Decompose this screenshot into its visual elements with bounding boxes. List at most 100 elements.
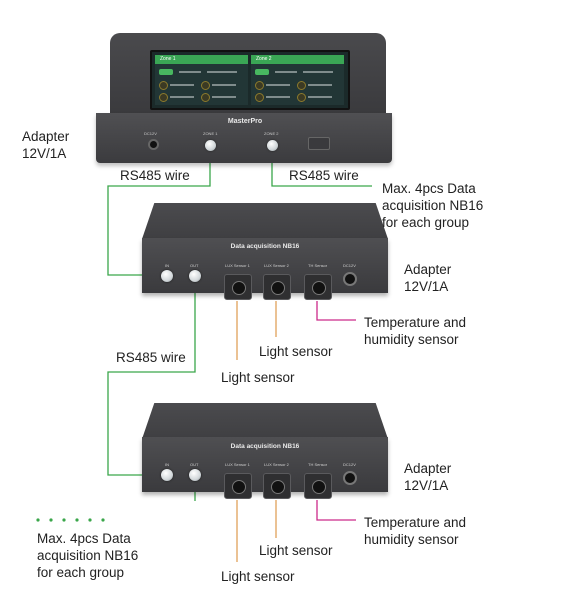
nb16-title: Data acquisition NB16 xyxy=(230,243,300,250)
touch-screen: Zone 1 Zone 2 xyxy=(150,50,350,110)
th-sensor-label-unit1: Temperature and humidity sensor xyxy=(364,314,466,348)
port-label-out: OUT xyxy=(190,263,199,268)
adapter-label-unit2: Adapter 12V/1A xyxy=(404,460,451,494)
th-sensor-connector xyxy=(304,274,332,300)
port-label-dc: DC12V xyxy=(343,462,356,467)
value-line xyxy=(212,96,236,98)
port-label-th: TH Sensor xyxy=(308,462,328,467)
sensor-icon xyxy=(201,93,210,102)
rs485-label-left: RS485 wire xyxy=(120,168,190,183)
rs485-wire-chain xyxy=(107,280,196,476)
light-sensor-label-unit1-a: Light sensor xyxy=(221,370,295,385)
light-sensor-connector-1 xyxy=(224,274,252,300)
sensor-icon xyxy=(255,81,264,90)
master-front-panel xyxy=(96,113,392,163)
value-line xyxy=(207,71,237,73)
th-sensor-label-line2: humidity sensor xyxy=(364,332,459,347)
value-line xyxy=(170,84,194,86)
adapter-label-line1: Adapter xyxy=(22,129,70,144)
port-label-dc: DC12V xyxy=(343,263,356,268)
dc-power-jack xyxy=(148,139,159,150)
port-label-in: IN xyxy=(165,462,169,467)
max-units-line2: acquisition NB16 xyxy=(37,548,139,563)
value-line xyxy=(266,84,290,86)
port-label-in: IN xyxy=(165,263,169,268)
zone-panel-1: Zone 1 xyxy=(155,55,248,105)
port-label-power: DC12V xyxy=(144,131,157,136)
port-label-zone1: ZONE 1 xyxy=(203,131,218,136)
max-units-label-right: Max. 4pcs Data acquisition NB16 for each… xyxy=(382,180,483,231)
value-line xyxy=(275,71,297,73)
value-line xyxy=(170,96,194,98)
sensor-icon xyxy=(159,93,168,102)
th-sensor-label-line2: humidity sensor xyxy=(364,532,459,547)
nb16-top-surface xyxy=(142,203,388,239)
adapter-label-line2: 12V/1A xyxy=(22,146,67,161)
value-line xyxy=(179,71,201,73)
nb16-top-surface xyxy=(142,403,388,439)
th-sensor-wire-1 xyxy=(316,301,356,321)
th-sensor-connector xyxy=(304,473,332,499)
adapter-label-unit1: Adapter 12V/1A xyxy=(404,261,451,295)
zone-header: Zone 1 xyxy=(155,55,248,64)
dc-power-jack xyxy=(343,272,357,286)
zone-panel-2: Zone 2 xyxy=(251,55,344,105)
rs485-out-port xyxy=(189,469,201,481)
rs485-wire-zone1 xyxy=(107,152,211,276)
rs485-wire-zone2 xyxy=(271,152,372,187)
max-units-line2: acquisition NB16 xyxy=(382,198,484,213)
zone1-port xyxy=(205,140,216,151)
light-sensor-connector-2 xyxy=(263,473,291,499)
status-badge xyxy=(255,69,269,75)
value-line xyxy=(308,84,332,86)
max-units-label-left: Max. 4pcs Data acquisition NB16 for each… xyxy=(37,530,138,581)
port-label-zone2: ZONE 2 xyxy=(264,131,279,136)
port-label-out: OUT xyxy=(190,462,199,467)
brand-label: MasterPro xyxy=(227,118,263,125)
port-label-th: TH Sensor xyxy=(308,263,328,268)
usb-port xyxy=(308,137,330,150)
port-label-light1: LUX Sensor 1 xyxy=(225,462,250,467)
port-label-light2: LUX Sensor 2 xyxy=(264,462,289,467)
adapter-label-line1: Adapter xyxy=(404,461,452,476)
dc-power-jack xyxy=(343,471,357,485)
port-label-light2: LUX Sensor 2 xyxy=(264,263,289,268)
light-sensor-label-unit2-b: Light sensor xyxy=(259,543,333,558)
max-units-line1: Max. 4pcs Data xyxy=(37,531,131,546)
th-sensor-wire-2 xyxy=(316,500,356,521)
zone2-port xyxy=(267,140,278,151)
adapter-label-line1: Adapter xyxy=(404,262,452,277)
th-sensor-label-unit2: Temperature and humidity sensor xyxy=(364,514,466,548)
sensor-icon xyxy=(201,81,210,90)
rs485-label-middle: RS485 wire xyxy=(116,350,186,365)
light-sensor-connector-2 xyxy=(263,274,291,300)
light-sensor-label-unit1-b: Light sensor xyxy=(259,344,333,359)
rs485-label-right: RS485 wire xyxy=(289,168,359,183)
value-line xyxy=(308,96,332,98)
value-line xyxy=(303,71,333,73)
th-sensor-label-line1: Temperature and xyxy=(364,315,467,330)
rs485-out-port xyxy=(189,270,201,282)
zone-header: Zone 2 xyxy=(251,55,344,64)
adapter-label-line2: 12V/1A xyxy=(404,279,449,294)
max-units-line3: for each group xyxy=(382,215,470,230)
status-badge xyxy=(159,69,173,75)
light-sensor-label-unit2-a: Light sensor xyxy=(221,569,295,584)
rs485-in-port xyxy=(161,469,173,481)
sensor-icon xyxy=(297,81,306,90)
adapter-label-line2: 12V/1A xyxy=(404,478,449,493)
light-sensor-connector-1 xyxy=(224,473,252,499)
th-sensor-label-line1: Temperature and xyxy=(364,515,467,530)
sensor-icon xyxy=(159,81,168,90)
max-units-line1: Max. 4pcs Data xyxy=(382,181,476,196)
value-line xyxy=(212,84,236,86)
value-line xyxy=(266,96,290,98)
sensor-icon xyxy=(255,93,264,102)
adapter-label-master: Adapter 12V/1A xyxy=(22,128,69,162)
max-units-line3: for each group xyxy=(37,565,125,580)
port-label-light1: LUX Sensor 1 xyxy=(225,263,250,268)
sensor-icon xyxy=(297,93,306,102)
continuation-dots xyxy=(36,518,105,522)
rs485-in-port xyxy=(161,270,173,282)
